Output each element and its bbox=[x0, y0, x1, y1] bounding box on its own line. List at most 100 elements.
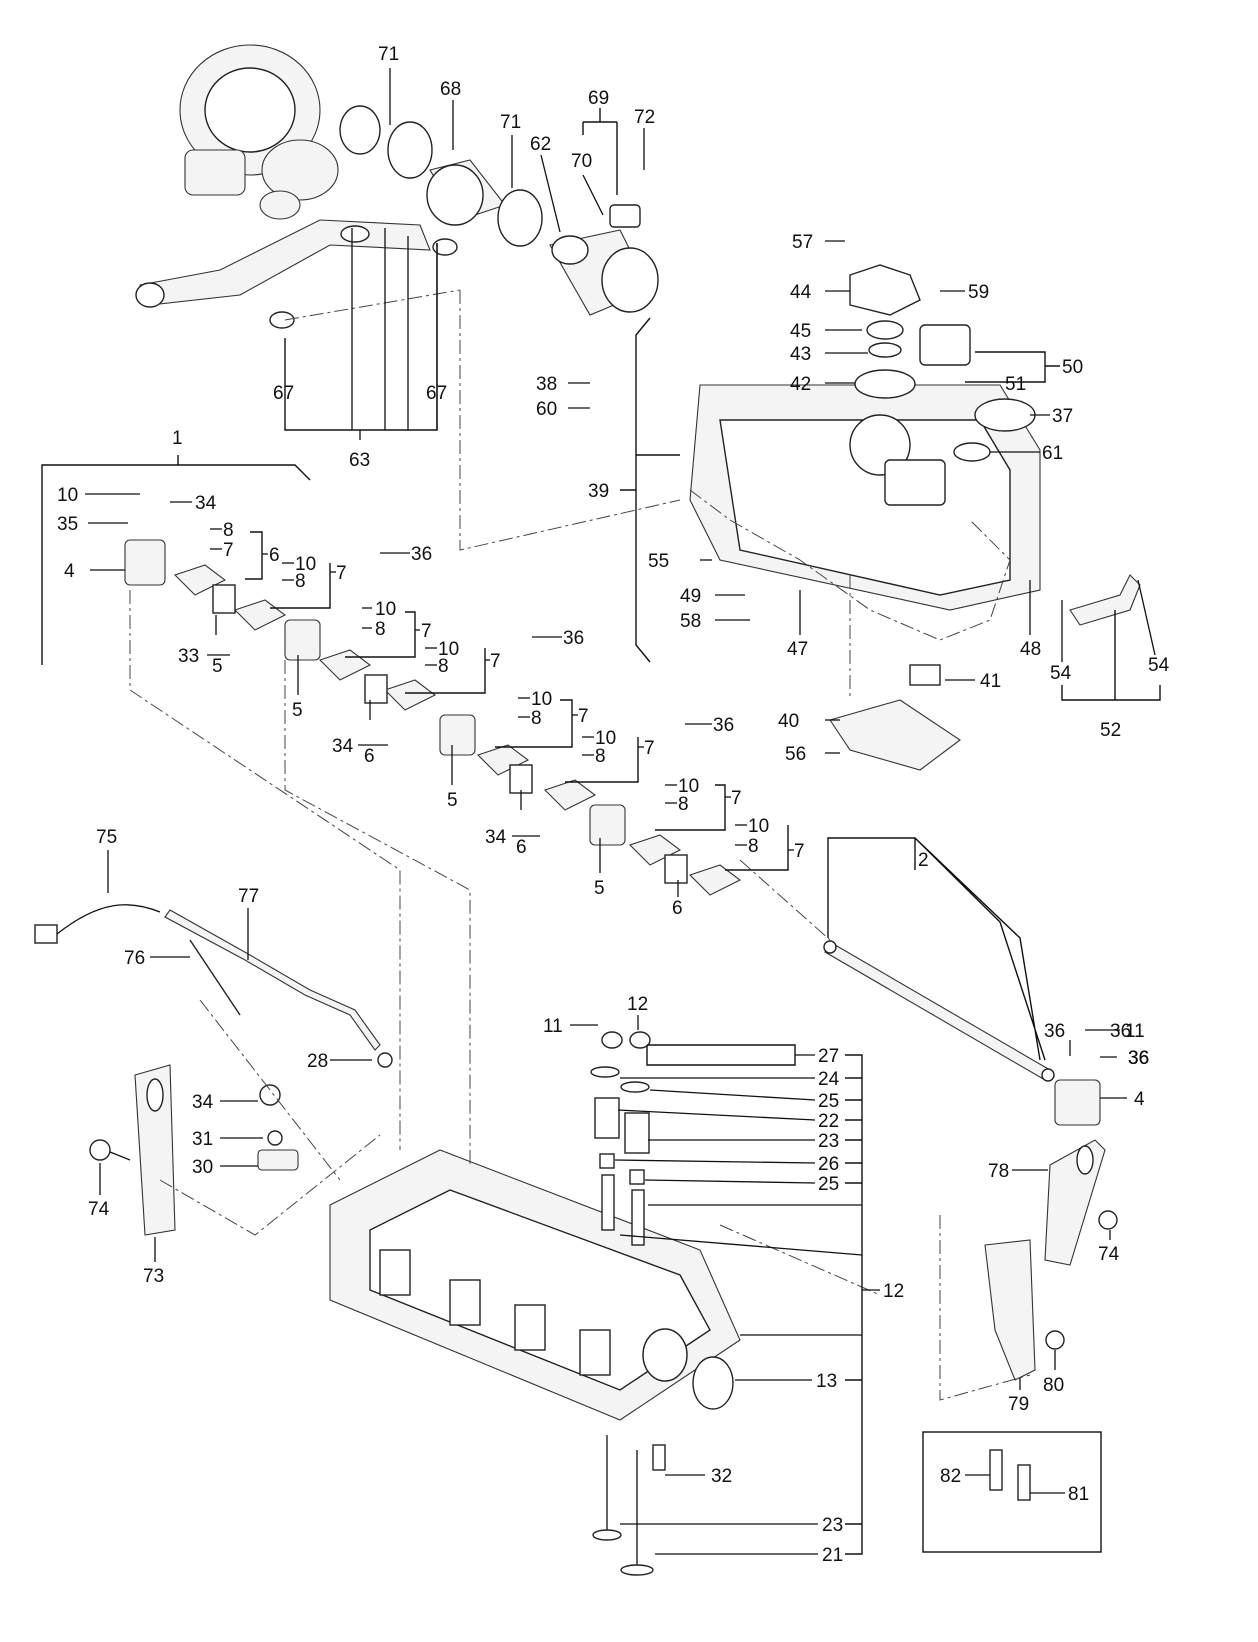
rocker-shaft-part-2 bbox=[823, 940, 1055, 1082]
callout-label: 34 bbox=[192, 1092, 214, 1113]
callout-label: 81 bbox=[1068, 1484, 1089, 1505]
callout-label: 36 bbox=[1128, 1048, 1149, 1069]
callout-label: 8 bbox=[223, 520, 234, 541]
callout-label: 5 bbox=[594, 878, 605, 899]
callout-label: 10 bbox=[678, 776, 699, 797]
callout-label: 8 bbox=[438, 656, 449, 677]
bolt-part-74-left bbox=[89, 1139, 131, 1161]
callout-label: 63 bbox=[349, 450, 370, 471]
callout-label: 61 bbox=[1042, 443, 1063, 464]
callout-label: 37 bbox=[1052, 406, 1073, 427]
clamp-part-67b bbox=[432, 238, 458, 256]
callout-label: 10 bbox=[295, 554, 316, 575]
breather-hose-part-52 bbox=[1069, 574, 1141, 626]
callout-label: 11 bbox=[1125, 1021, 1145, 1042]
callout-label: 40 bbox=[778, 711, 799, 732]
callout-label: 74 bbox=[1098, 1244, 1120, 1265]
callout-label: 57 bbox=[792, 232, 813, 253]
callout-label: 41 bbox=[980, 671, 1001, 692]
callout-label: 68 bbox=[440, 79, 461, 100]
elbow-part-62 bbox=[549, 229, 659, 316]
callout-label: 62 bbox=[530, 134, 551, 155]
sensor-part-50 bbox=[919, 324, 971, 366]
pipe-part-63 bbox=[135, 219, 431, 308]
callout-label: 33 bbox=[178, 646, 199, 667]
callout-label: 77 bbox=[238, 886, 259, 907]
washer-part-30 bbox=[377, 1052, 393, 1068]
callout-label: 5 bbox=[212, 656, 223, 677]
callout-label: 22 bbox=[818, 1111, 839, 1132]
washer-part-32 bbox=[267, 1130, 283, 1146]
callout-label: 36 bbox=[563, 628, 584, 649]
oil-cap-part-37 bbox=[974, 398, 1036, 432]
clamp-part-71b bbox=[497, 189, 543, 247]
clamp-part-31 bbox=[257, 1149, 299, 1171]
callout-label: 34 bbox=[332, 736, 354, 757]
bolt-part-35 bbox=[259, 1084, 281, 1106]
callout-label: 35 bbox=[57, 514, 78, 535]
valve-cover-part-39 bbox=[689, 384, 1041, 611]
callout-label: 8 bbox=[375, 619, 386, 640]
callout-label: 54 bbox=[1148, 655, 1170, 676]
callout-label: 39 bbox=[588, 481, 609, 502]
callout-label: 12 bbox=[883, 1281, 904, 1302]
valve-train-parts bbox=[590, 1031, 651, 1246]
callout-label: 10 bbox=[438, 639, 459, 660]
diaphragm-parts bbox=[849, 264, 921, 399]
callout-label: 72 bbox=[634, 107, 655, 128]
callout-label: 7 bbox=[578, 706, 589, 727]
callout-label: 7 bbox=[644, 738, 655, 759]
callout-label: 80 bbox=[1043, 1375, 1064, 1396]
callout-label: 36 bbox=[1110, 1021, 1131, 1042]
callout-label: 25 bbox=[818, 1174, 839, 1195]
callout-label: 67 bbox=[273, 383, 294, 404]
gasket-part-47 bbox=[689, 489, 1011, 641]
callout-label: 73 bbox=[143, 1266, 164, 1287]
callout-label: 47 bbox=[787, 639, 808, 660]
cylinder-head-part-13 bbox=[329, 1149, 741, 1421]
sensor-part-70 bbox=[609, 204, 641, 228]
callout-label: 42 bbox=[790, 374, 811, 395]
callout-label: 10 bbox=[748, 816, 769, 837]
callout-label: 50 bbox=[1062, 357, 1083, 378]
callout-label: 59 bbox=[968, 282, 989, 303]
glow-plug-harness-drawing bbox=[34, 904, 381, 1051]
callout-label: 56 bbox=[785, 744, 806, 765]
callout-label: 36 bbox=[411, 544, 432, 565]
callout-label: 23 bbox=[822, 1515, 843, 1536]
leader-lines bbox=[41, 68, 1161, 1555]
callout-label: 79 bbox=[1008, 1394, 1029, 1415]
callout-label: 1 bbox=[172, 428, 183, 449]
callout-label: 34 bbox=[195, 493, 217, 514]
callout-label: 55 bbox=[648, 551, 669, 572]
callout-label: 36 bbox=[1128, 1048, 1149, 1069]
callout-label: 8 bbox=[748, 836, 759, 857]
callout-label: 32 bbox=[711, 1466, 732, 1487]
callout-label: 4 bbox=[1134, 1089, 1145, 1110]
callout-label: 6 bbox=[516, 837, 527, 858]
callout-label: 34 bbox=[485, 827, 507, 848]
callout-labels: 1 2 4 4 5 5 5 5 6 6 6 6 7 7 7 7 7 7 7 7 … bbox=[57, 44, 1170, 1566]
callout-label: 76 bbox=[124, 948, 145, 969]
callout-label: 24 bbox=[818, 1069, 840, 1090]
baffle-part-40 bbox=[829, 699, 961, 771]
callout-label: 36 bbox=[713, 715, 734, 736]
callout-label: 30 bbox=[192, 1157, 213, 1178]
callout-label: 10 bbox=[375, 599, 396, 620]
hose-part-68 bbox=[426, 159, 506, 226]
callout-label: 10 bbox=[57, 485, 78, 506]
callout-label: 13 bbox=[816, 1371, 837, 1392]
callout-label: 6 bbox=[364, 746, 375, 767]
callout-label: 28 bbox=[307, 1051, 328, 1072]
callout-label: 8 bbox=[531, 708, 542, 729]
callout-label: 23 bbox=[818, 1131, 839, 1152]
valves-parts bbox=[592, 1435, 666, 1576]
callout-label: 45 bbox=[790, 321, 811, 342]
callout-label: 52 bbox=[1100, 720, 1121, 741]
callout-label: 71 bbox=[378, 44, 399, 65]
guide-part-82 bbox=[989, 1449, 1003, 1491]
engine-mount-drawing bbox=[984, 1139, 1118, 1381]
callout-label: 36 bbox=[1128, 1048, 1149, 1069]
